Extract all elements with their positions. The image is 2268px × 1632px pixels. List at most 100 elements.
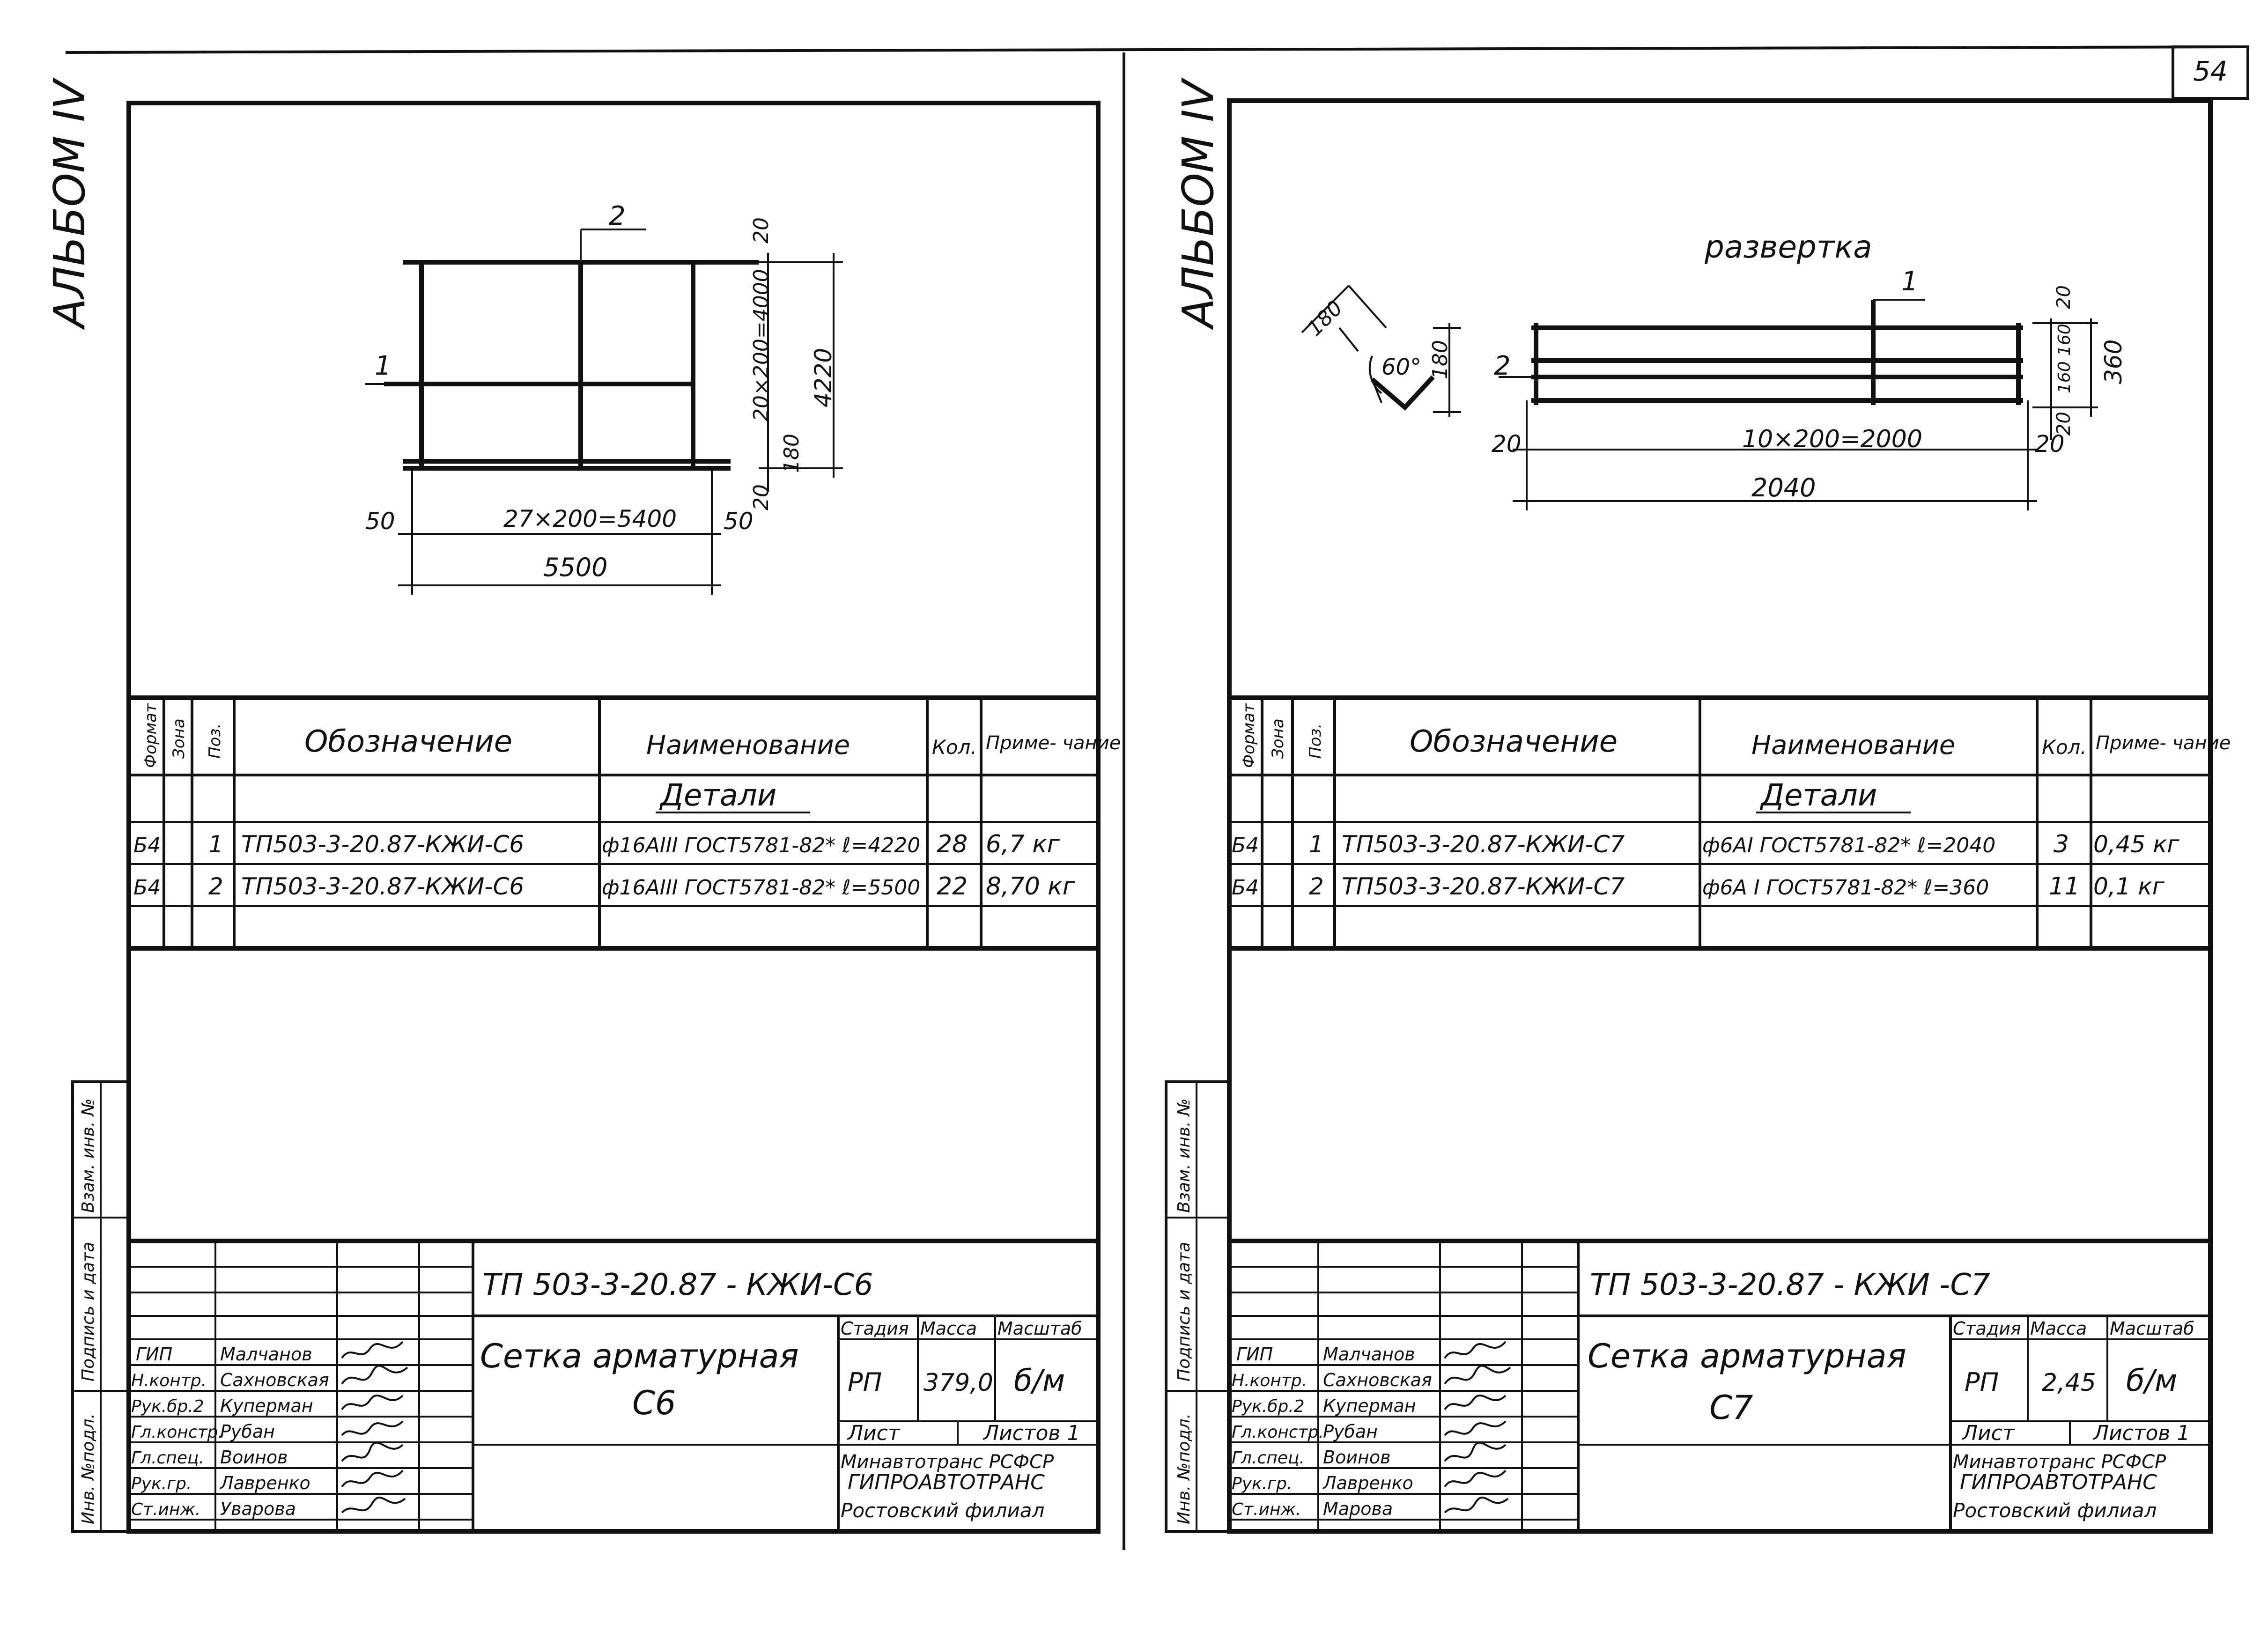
dim-bottom-20-left: 20 bbox=[749, 484, 773, 510]
dim-vertical-span-left: 20×200=4000 bbox=[749, 269, 773, 421]
stadia-value-right: РП bbox=[1965, 1367, 1999, 1397]
masshtab-value-right: б/м bbox=[2126, 1364, 2177, 1398]
listov-label-left: Листов 1 bbox=[983, 1421, 1080, 1445]
dim-20-right-right: 20 bbox=[2035, 430, 2065, 458]
spec-header-note-left: Приме- чание bbox=[986, 732, 1121, 754]
spec-row1-format-left: Б4 bbox=[133, 834, 161, 857]
dim-160b-right: 160 bbox=[2055, 361, 2074, 393]
dim-top-20-left: 20 bbox=[749, 217, 773, 244]
spec-header-format-right: Формат bbox=[1240, 703, 1258, 768]
side-stamp-podpis-right: Подпись и дата bbox=[1175, 1242, 1194, 1381]
stadia-label-right: Стадия bbox=[1953, 1318, 2021, 1339]
person-1-right: Сахновская bbox=[1323, 1370, 1432, 1390]
person-2-left: Куперман bbox=[220, 1396, 313, 1416]
spec-header-note-right: Приме- чание bbox=[2096, 732, 2231, 754]
pos-1-label-right: 1 bbox=[1901, 266, 1918, 297]
spec-row2-pos-left: 2 bbox=[208, 873, 223, 900]
role-4-right: Гл.спец. bbox=[1232, 1448, 1305, 1468]
dim-20-bottom-right: 20 bbox=[2053, 412, 2075, 436]
dim-total-height-left: 4220 bbox=[810, 348, 837, 407]
title-code-right: ТП 503-3-20.87 - КЖИ -С7 bbox=[1590, 1268, 1990, 1302]
person-6-right: Марова bbox=[1323, 1499, 1393, 1519]
title-line2-left: С6 bbox=[632, 1384, 676, 1422]
person-3-left: Рубан bbox=[220, 1421, 275, 1442]
page-number-box: 54 bbox=[2172, 45, 2249, 100]
role-1-right: Н.контр. bbox=[1232, 1371, 1307, 1390]
signatures-left bbox=[341, 1341, 408, 1514]
spec-header-name-left: Наименование bbox=[646, 730, 850, 761]
title-block-right: ТП 503-3-20.87 - КЖИ -С7 Сетка арматурна… bbox=[1229, 1239, 2210, 1531]
sheet-right-frame bbox=[1227, 98, 2213, 1534]
masshtab-label-left: Масштаб bbox=[997, 1318, 1082, 1339]
dim-180a-right: 180 bbox=[1303, 296, 1347, 340]
album-label-right: АЛЬБОМ IV bbox=[1173, 77, 1223, 330]
spec-header-name-right: Наименование bbox=[1751, 730, 1955, 761]
stadia-label-left: Стадия bbox=[841, 1318, 909, 1339]
spec-header-zone-left: Зона bbox=[170, 718, 188, 759]
masshtab-value-left: б/м bbox=[1014, 1364, 1065, 1398]
spec-row1-qty-right: 3 bbox=[2054, 830, 2069, 858]
spec-header-qty-right: Кол. bbox=[2042, 736, 2087, 759]
person-0-right: Малчанов bbox=[1323, 1344, 1415, 1365]
dim-160a-right: 160 bbox=[2055, 324, 2074, 356]
spec-row1-note-right: 0,45 кг bbox=[2093, 831, 2179, 858]
title-block-left: ТП 503-3-20.87 - КЖИ-С6 Сетка арматурная… bbox=[129, 1239, 1098, 1531]
listov-label-right: Листов 1 bbox=[2092, 1421, 2190, 1445]
role-0-right: ГИП bbox=[1236, 1344, 1273, 1365]
spec-row2-qty-left: 22 bbox=[937, 872, 968, 901]
person-5-left: Лавренко bbox=[219, 1473, 310, 1493]
spec-row2-name-right: ф6А I ГОСТ5781-82* ℓ=360 bbox=[1702, 876, 1989, 900]
org-line1-right: Минавтотранс РСФСР bbox=[1953, 1451, 2166, 1473]
top-edge-line bbox=[65, 45, 2248, 54]
spec-row2-note-left: 8,70 кг bbox=[986, 872, 1076, 901]
org-line2-right: ГИПРОАВТОТРАНС bbox=[1960, 1470, 2157, 1494]
sheet-left: Взам. инв. № Подпись и дата Инв. №подл. … bbox=[71, 101, 1121, 1534]
massa-label-left: Масса bbox=[920, 1318, 977, 1339]
side-stamp-right: Взам. инв. № Подпись и дата Инв. №подл. bbox=[1165, 1080, 1231, 1533]
massa-value-right: 2,45 bbox=[2042, 1369, 2096, 1397]
mesh-drawing-c6: 2 1 20 20×200=4000 4220 20 180 50 27×200… bbox=[365, 201, 843, 595]
side-stamp-podpis: Подпись и дата bbox=[79, 1242, 98, 1381]
person-5-right: Лавренко bbox=[1322, 1473, 1413, 1493]
signatures-right bbox=[1444, 1341, 1511, 1514]
spec-row2-name-left: ф16АIII ГОСТ5781-82* ℓ=5500 bbox=[602, 876, 920, 900]
spec-row1-format-right: Б4 bbox=[1232, 834, 1259, 857]
list-label-left: Лист bbox=[847, 1421, 901, 1445]
side-stamp-inv: Инв. №подл. bbox=[79, 1413, 98, 1524]
stadia-value-left: РП bbox=[848, 1367, 882, 1397]
role-4-left: Гл.спец. bbox=[131, 1448, 204, 1468]
page-number: 54 bbox=[2193, 55, 2228, 87]
role-6-left: Ст.инж. bbox=[131, 1500, 200, 1519]
person-4-left: Воинов bbox=[220, 1447, 288, 1468]
role-3-left: Гл.констр. bbox=[131, 1423, 223, 1442]
spec-row2-designation-left: ТП503-3-20.87-КЖИ-С6 bbox=[241, 873, 524, 900]
sheet-left-frame bbox=[126, 101, 1101, 1534]
side-stamp-vzam-right: Взам. инв. № bbox=[1175, 1099, 1194, 1213]
spec-row1-name-left: ф16АIII ГОСТ5781-82* ℓ=4220 bbox=[602, 834, 920, 857]
spec-row2-designation-right: ТП503-3-20.87-КЖИ-С7 bbox=[1342, 873, 1625, 900]
title-code-left: ТП 503-3-20.87 - КЖИ-С6 bbox=[482, 1268, 873, 1302]
spec-header-qty-left: Кол. bbox=[932, 736, 977, 759]
spec-row2-note-right: 0,1 кг bbox=[2093, 873, 2165, 900]
spec-row2-pos-right: 2 bbox=[1309, 873, 1324, 900]
razvertka-label: развертка bbox=[1704, 229, 1872, 265]
album-label-left: АЛЬБОМ IV bbox=[44, 77, 95, 330]
spec-row1-name-right: ф6АI ГОСТ5781-82* ℓ=2040 bbox=[1702, 834, 1995, 857]
role-5-right: Рук.гр. bbox=[1232, 1474, 1292, 1493]
spec-header-designation-right: Обозначение bbox=[1410, 724, 1618, 759]
dim-left-50: 50 bbox=[365, 508, 395, 535]
person-3-right: Рубан bbox=[1323, 1421, 1378, 1442]
org-line1-left: Минавтотранс РСФСР bbox=[841, 1451, 1054, 1473]
title-line1-right: Сетка арматурная bbox=[1588, 1337, 1906, 1375]
dim-span-right: 10×200=2000 bbox=[1742, 425, 1922, 453]
role-0-left: ГИП bbox=[136, 1344, 172, 1365]
role-2-right: Рук.бр.2 bbox=[1232, 1397, 1305, 1416]
person-1-left: Сахновская bbox=[220, 1370, 329, 1390]
spec-section-right: Детали bbox=[1759, 778, 1877, 813]
sheet-right: Взам. инв. № Подпись и дата Инв. №подл. … bbox=[1165, 98, 2231, 1534]
side-stamp-inv-right: Инв. №подл. bbox=[1175, 1413, 1194, 1524]
spec-row1-qty-left: 28 bbox=[937, 830, 968, 858]
mesh-drawing-c7: развертка 180 180 60° 1 2 bbox=[1301, 229, 2127, 510]
dim-right-50: 50 bbox=[724, 508, 754, 535]
